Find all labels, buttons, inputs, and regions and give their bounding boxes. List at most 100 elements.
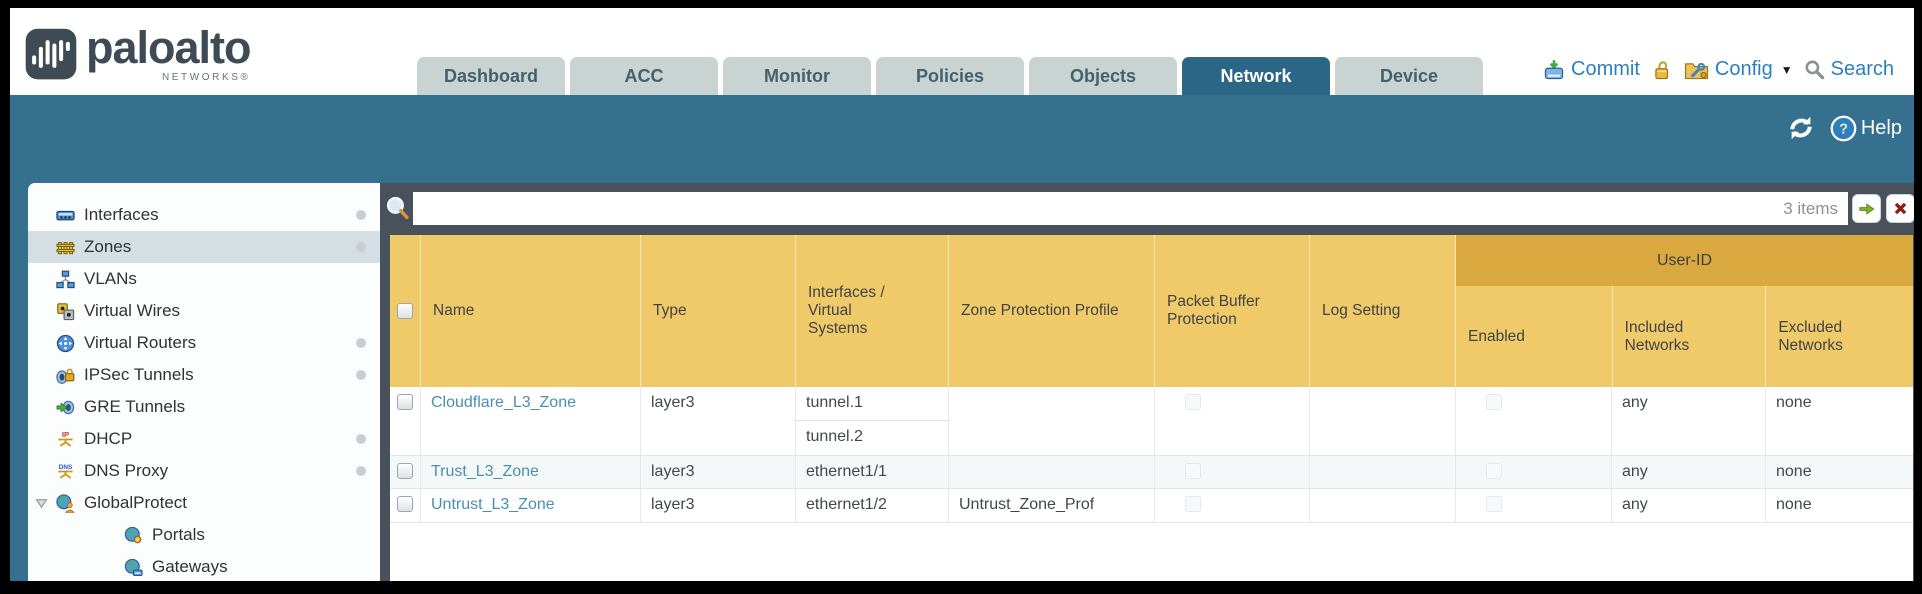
col-header-included-networks[interactable]: Included Networks — [1611, 286, 1766, 387]
sidebar-item-globalprotect[interactable]: GlobalProtect — [28, 487, 380, 519]
included-networks-cell: any — [1611, 387, 1765, 455]
select-all-checkbox[interactable] — [397, 303, 413, 319]
item-indicator-dot — [356, 434, 366, 444]
filter-search-icon — [386, 196, 409, 220]
sidebar-label: DHCP — [84, 429, 133, 448]
col-header-type[interactable]: Type — [640, 235, 795, 387]
zone-name-link[interactable]: Untrust_L3_Zone — [431, 496, 555, 513]
excluded-networks-cell: none — [1765, 489, 1913, 522]
commit-button[interactable]: Commit — [1543, 58, 1640, 81]
tab-network[interactable]: Network — [1182, 57, 1330, 95]
help-label: Help — [1860, 116, 1902, 139]
sidebar-label: Virtual Routers — [84, 333, 197, 352]
item-indicator-dot — [356, 466, 366, 476]
green-arrow-icon — [1858, 202, 1875, 215]
sidebar-item-portals[interactable]: Portals — [28, 519, 380, 551]
excluded-networks-cell: none — [1765, 456, 1913, 488]
included-networks-cell: any — [1611, 489, 1765, 522]
col-header-excluded-networks[interactable]: Excluded Networks — [1765, 286, 1913, 387]
brand-logo: paloalto NETWORKS® — [24, 22, 252, 83]
tab-objects[interactable]: Objects — [1029, 57, 1177, 95]
interface-entry: tunnel.1 — [796, 387, 948, 421]
tab-acc[interactable]: ACC — [570, 57, 718, 95]
user-id-enabled-checkbox — [1486, 463, 1502, 479]
packet-buffer-checkbox — [1185, 463, 1201, 479]
clear-filter-button[interactable] — [1886, 194, 1914, 223]
gre-tunnels-icon — [56, 400, 75, 414]
zones-table: Name Type Interfaces / Virtual Systems Z… — [390, 235, 1913, 581]
ipsec-tunnels-icon — [56, 368, 75, 384]
sidebar-label: Portals — [152, 525, 205, 544]
search-label: Search — [1830, 58, 1894, 80]
global-search-button[interactable]: Search — [1804, 58, 1894, 81]
globalprotect-icon — [56, 493, 75, 513]
interfaces-icon — [56, 210, 75, 220]
sidebar-label: Virtual Wires — [84, 301, 181, 320]
user-id-enabled-checkbox — [1486, 496, 1502, 512]
commit-icon — [1544, 59, 1564, 79]
user-id-group-header: User-ID — [1456, 235, 1913, 286]
config-icon — [1684, 62, 1709, 79]
zone-name-link[interactable]: Cloudflare_L3_Zone — [431, 394, 576, 411]
header-actions: Commit Config ▼ — [1543, 58, 1894, 81]
table-row: Cloudflare_L3_Zone layer3 tunnel.1 tunne… — [390, 387, 1913, 456]
help-button[interactable]: ? Help — [1830, 115, 1902, 142]
sidebar-item-dns-proxy[interactable]: DNS DNS Proxy — [28, 455, 380, 487]
sidebar-label: DNS Proxy — [84, 461, 169, 480]
filter-input[interactable] — [413, 192, 1848, 225]
row-checkbox[interactable] — [397, 394, 413, 410]
col-header-zone-protection[interactable]: Zone Protection Profile — [948, 235, 1154, 387]
col-header-packet-buffer[interactable]: Packet Buffer Protection — [1154, 235, 1309, 387]
collapse-triangle-icon[interactable] — [35, 497, 48, 510]
lock-icon[interactable] — [1651, 59, 1673, 81]
zone-type-cell: layer3 — [640, 489, 795, 522]
sidebar-item-gre-tunnels[interactable]: GRE Tunnels — [28, 391, 380, 423]
sidebar-item-dhcp[interactable]: IP DHCP — [28, 423, 380, 455]
sidebar-item-ipsec-tunnels[interactable]: IPSec Tunnels — [28, 359, 380, 391]
sidebar-item-gateways[interactable]: Gateways — [28, 551, 380, 581]
col-header-enabled[interactable]: Enabled — [1468, 327, 1525, 345]
tab-monitor[interactable]: Monitor — [723, 57, 871, 95]
sidebar-item-virtual-routers[interactable]: Virtual Routers — [28, 327, 380, 359]
row-checkbox[interactable] — [397, 496, 413, 512]
col-header-interfaces[interactable]: Interfaces / Virtual Systems — [795, 235, 948, 387]
svg-text:?: ? — [1839, 121, 1848, 137]
col-header-log-setting[interactable]: Log Setting — [1309, 235, 1455, 387]
brand-subtitle: NETWORKS® — [161, 72, 251, 83]
user-id-enabled-checkbox — [1486, 394, 1502, 410]
interface-entry: tunnel.2 — [806, 428, 863, 445]
col-header-name[interactable]: Name — [420, 235, 640, 387]
sidebar-item-virtual-wires[interactable]: Virtual Wires — [28, 295, 380, 327]
tab-device[interactable]: Device — [1335, 57, 1483, 95]
virtual-routers-icon — [56, 334, 75, 352]
brand-name: paloalto — [86, 22, 252, 73]
refresh-icon[interactable] — [1786, 113, 1816, 143]
table-row: Trust_L3_Zone layer3 ethernet1/1 any non… — [390, 456, 1913, 489]
zone-protection-cell — [948, 387, 1154, 455]
zone-name-link[interactable]: Trust_L3_Zone — [431, 463, 539, 480]
sidebar-item-vlans[interactable]: VLANs — [28, 263, 380, 295]
dns-proxy-icon: DNS — [58, 464, 73, 479]
excluded-networks-cell: none — [1765, 387, 1913, 455]
apply-filter-button[interactable] — [1852, 194, 1881, 223]
svg-text:IP: IP — [62, 430, 69, 439]
zone-protection-cell — [948, 456, 1154, 488]
row-checkbox[interactable] — [397, 463, 413, 479]
tab-dashboard[interactable]: Dashboard — [417, 57, 565, 95]
sidebar-label: Interfaces — [84, 205, 159, 224]
app-screen: paloalto NETWORKS® Dashboard ACC Monitor… — [10, 8, 1914, 581]
svg-text:DNS: DNS — [59, 464, 73, 471]
user-id-column-group: User-ID Enabled Included Networks Exclud… — [1455, 235, 1913, 387]
log-setting-cell — [1309, 489, 1455, 522]
tab-policies[interactable]: Policies — [876, 57, 1024, 95]
interfaces-cell: tunnel.1 tunnel.2 — [795, 387, 948, 455]
sidebar-item-zones[interactable]: Zones — [28, 231, 380, 263]
log-setting-cell — [1309, 387, 1455, 455]
sidebar-item-interfaces[interactable]: Interfaces — [28, 199, 380, 231]
zones-icon — [56, 241, 75, 254]
sidebar-label: GRE Tunnels — [84, 397, 186, 416]
packet-buffer-checkbox — [1185, 394, 1201, 410]
config-menu-button[interactable]: Config ▼ — [1684, 58, 1793, 81]
sidebar-label: Zones — [84, 237, 132, 256]
